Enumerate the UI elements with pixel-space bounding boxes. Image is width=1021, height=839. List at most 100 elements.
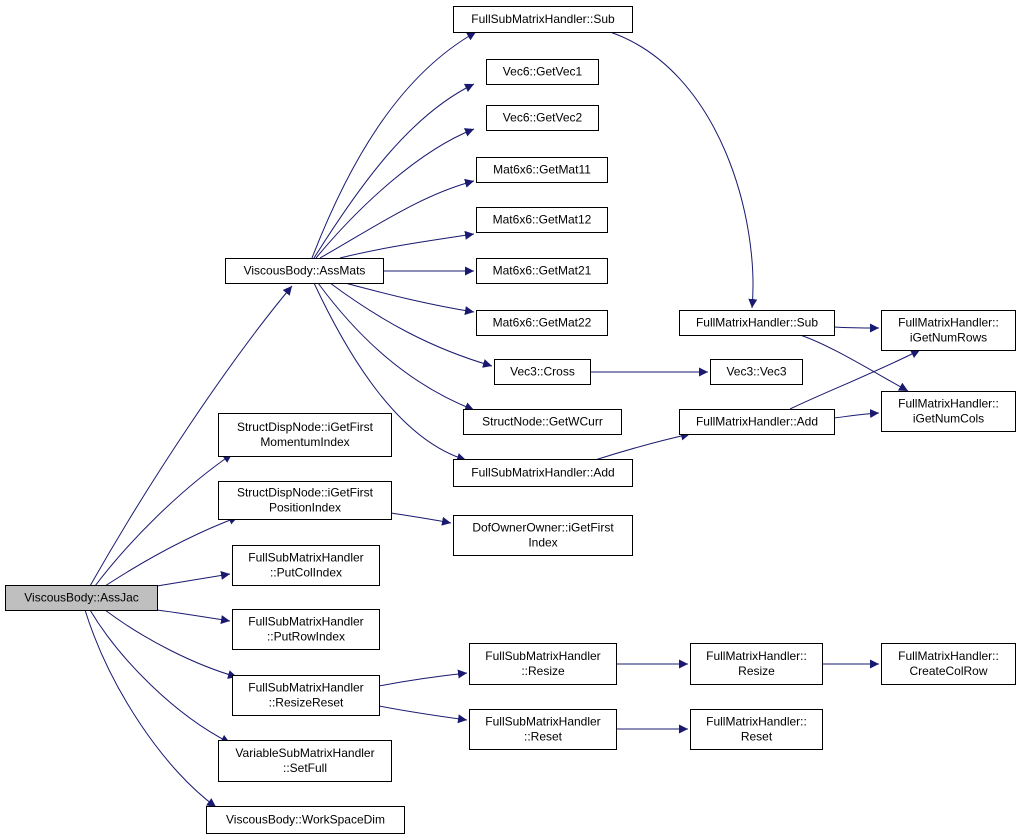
node-box: [218, 481, 392, 520]
node-vec6-getvec2[interactable]: Vec6::GetVec2: [486, 105, 599, 131]
node-full-resize[interactable]: FullMatrixHandler::Resize: [690, 643, 823, 685]
edge-root-to-workspacedim: [84, 609, 217, 808]
node-createcolrow[interactable]: FullMatrixHandler::CreateColRow: [881, 643, 1016, 685]
edge-line: [89, 609, 231, 744]
edge-assmats-to-vec3_cross: [329, 282, 493, 368]
node-box: [232, 545, 380, 586]
edge-line: [329, 282, 493, 368]
node-box: [463, 409, 622, 435]
node-box: [218, 413, 392, 457]
node-box: [710, 359, 803, 385]
edge-root-to-putrow: [156, 609, 231, 625]
node-label: FullSubMatrixHandler: [248, 551, 363, 565]
edge-line: [311, 31, 477, 259]
edge-fsub_sub-to-full_sub: [609, 31, 758, 309]
node-label: Index: [528, 536, 557, 550]
node-label: FullSubMatrixHandler: [485, 715, 600, 729]
node-label: ViscousBody::AssMats: [244, 264, 366, 278]
edge-assmats-to-fsub_sub: [311, 31, 477, 259]
node-box: [486, 105, 599, 131]
node-label: Mat6x6::GetMat22: [493, 316, 592, 330]
edge-line: [339, 230, 475, 259]
node-label: StructDispNode::iGetFirst: [237, 486, 374, 500]
node-getnumcols[interactable]: FullMatrixHandler::iGetNumCols: [881, 391, 1016, 432]
edge-line: [789, 349, 921, 410]
node-fsub-reset[interactable]: FullSubMatrixHandler::Reset: [469, 709, 617, 750]
edges-layer: [84, 31, 921, 808]
node-label: Vec6::GetVec2: [503, 111, 583, 125]
node-label: ::Reset: [524, 730, 563, 744]
node-root[interactable]: ViscousBody::AssJac: [5, 585, 158, 611]
node-vec6-getvec1[interactable]: Vec6::GetVec1: [486, 59, 599, 85]
edge-full_sub-to-getnumrows: [833, 323, 880, 333]
node-full-add[interactable]: FullMatrixHandler::Add: [679, 409, 835, 435]
edge-line: [89, 285, 293, 587]
node-getmat12[interactable]: Mat6x6::GetMat12: [476, 207, 608, 233]
edge-assmats-to-vec6_getvec1: [313, 83, 475, 259]
node-vec3-cross[interactable]: Vec3::Cross: [494, 359, 591, 385]
node-label: FullSubMatrixHandler: [485, 649, 600, 663]
node-box: [679, 409, 835, 435]
node-getmat21[interactable]: Mat6x6::GetMat21: [476, 258, 608, 284]
node-getmat11[interactable]: Mat6x6::GetMat11: [476, 157, 608, 183]
edge-assmats-to-getmat12: [339, 230, 475, 259]
edge-line: [156, 609, 231, 625]
node-getnumrows[interactable]: FullMatrixHandler::iGetNumRows: [881, 310, 1016, 351]
node-box: [690, 643, 823, 685]
node-label: Mat6x6::GetMat11: [493, 163, 591, 177]
edge-line: [344, 282, 475, 316]
node-box: [225, 258, 384, 284]
node-box: [453, 515, 633, 556]
node-label: FullMatrixHandler::: [706, 649, 807, 663]
node-label: iGetNumRows: [910, 331, 987, 345]
node-label: Reset: [741, 730, 773, 744]
edge-root-to-assmats: [89, 285, 293, 587]
node-label: ViscousBody::WorkSpaceDim: [226, 813, 385, 827]
node-getmat22[interactable]: Mat6x6::GetMat22: [476, 310, 608, 336]
node-label: StructNode::GetWCurr: [482, 415, 603, 429]
node-label: Mat6x6::GetMat21: [493, 264, 592, 278]
node-putrow[interactable]: FullSubMatrixHandler::PutRowIndex: [232, 609, 380, 650]
node-label: Vec3::Cross: [510, 365, 575, 379]
node-fsub-add[interactable]: FullSubMatrixHandler::Add: [453, 459, 633, 487]
node-label: ::SetFull: [283, 761, 327, 775]
node-full-sub[interactable]: FullMatrixHandler::Sub: [679, 310, 835, 336]
node-workspacedim[interactable]: ViscousBody::WorkSpaceDim: [206, 806, 405, 834]
edge-assmats-to-fsub_add: [313, 282, 467, 462]
node-label: ::Resize: [521, 664, 565, 678]
node-box: [881, 643, 1016, 685]
edge-full_add-to-getnumrows: [789, 349, 921, 410]
node-label: FullMatrixHandler::: [898, 649, 999, 663]
node-putcol[interactable]: FullSubMatrixHandler::PutColIndex: [232, 545, 380, 586]
node-fsub-sub[interactable]: FullSubMatrixHandler::Sub: [453, 6, 633, 33]
node-resizereset[interactable]: FullSubMatrixHandler::ResizeReset: [232, 675, 380, 716]
edge-assmats-to-getwcurr: [317, 282, 475, 411]
node-label: PositionIndex: [269, 501, 341, 515]
node-getwcurr[interactable]: StructNode::GetWCurr: [463, 409, 622, 435]
node-box: [206, 806, 405, 834]
node-label: ::PutColIndex: [270, 566, 342, 580]
edge-line: [319, 178, 475, 259]
node-fsub-resize[interactable]: FullSubMatrixHandler::Resize: [469, 643, 617, 685]
node-label: FullMatrixHandler::: [898, 316, 999, 330]
node-label: Resize: [738, 664, 775, 678]
node-box: [218, 740, 392, 782]
node-assmats[interactable]: ViscousBody::AssMats: [225, 258, 384, 284]
node-setfull[interactable]: VariableSubMatrixHandler::SetFull: [218, 740, 392, 782]
node-label: FullSubMatrixHandler::Add: [471, 466, 614, 480]
node-box: [469, 643, 617, 685]
node-label: ::ResizeReset: [269, 696, 344, 710]
node-box: [881, 391, 1016, 432]
node-label: VariableSubMatrixHandler: [235, 746, 374, 760]
node-full-reset[interactable]: FullMatrixHandler::Reset: [690, 709, 823, 750]
edge-line: [94, 453, 233, 587]
node-vec3-vec3[interactable]: Vec3::Vec3: [710, 359, 803, 385]
edge-line: [390, 512, 452, 526]
node-label: CreateColRow: [909, 664, 987, 678]
node-box: [679, 310, 835, 336]
node-label: FullSubMatrixHandler::Sub: [471, 12, 615, 26]
